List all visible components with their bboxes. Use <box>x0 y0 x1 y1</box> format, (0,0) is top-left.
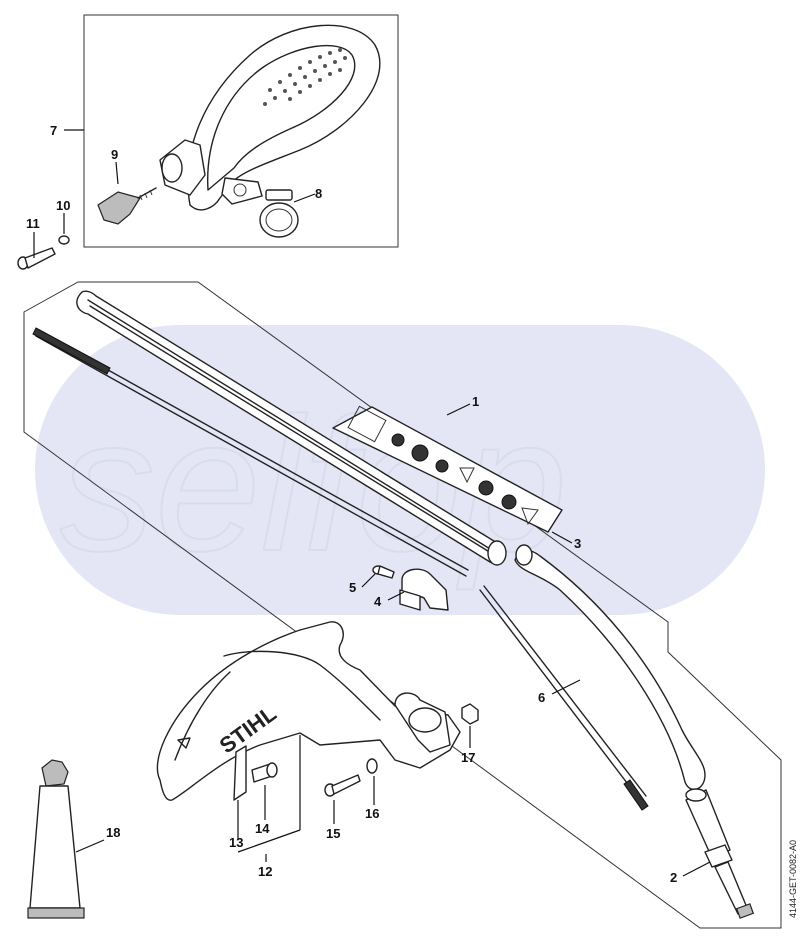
callout-13: 13 <box>229 835 243 850</box>
callout-16: 16 <box>365 806 379 821</box>
screw-15 <box>324 774 361 797</box>
clamp-8 <box>259 189 299 238</box>
callout-17: 17 <box>461 750 475 765</box>
callout-14: 14 <box>255 821 270 836</box>
callout-8: 8 <box>315 186 322 201</box>
callout-3: 3 <box>574 536 581 551</box>
callout-6: 6 <box>538 690 545 705</box>
callout-labels: 7 9 8 10 11 1 3 5 4 6 17 16 15 14 13 12 … <box>26 123 677 885</box>
callout-9: 9 <box>111 147 118 162</box>
grip-dots <box>263 48 347 106</box>
callout-7: 7 <box>50 123 57 138</box>
washer-10 <box>58 235 70 245</box>
callout-18: 18 <box>106 825 120 840</box>
screw-14 <box>251 762 278 783</box>
washer-16 <box>366 758 378 774</box>
leader-lines <box>33 129 711 877</box>
callout-10: 10 <box>56 198 70 213</box>
bent-tube-6 <box>514 544 706 791</box>
coupling-2 <box>685 788 755 919</box>
line-cutter-blade-13 <box>233 745 247 801</box>
watermark-band <box>35 325 765 615</box>
callout-4: 4 <box>374 594 382 609</box>
clamp-4 <box>399 568 449 611</box>
handle-group-frame <box>83 14 399 248</box>
deflector-guard: STIHL <box>156 621 461 801</box>
nut-17 <box>461 703 479 725</box>
callout-15: 15 <box>326 826 340 841</box>
callout-2: 2 <box>670 870 677 885</box>
callout-5: 5 <box>349 580 356 595</box>
grease-tube-18 <box>27 759 85 919</box>
screw-11 <box>17 247 56 270</box>
drawing-code: 4144-GET-0082-A0 <box>788 840 798 918</box>
callout-11: 11 <box>26 216 40 231</box>
loop-handle <box>159 24 381 211</box>
label-plate-3 <box>332 405 563 533</box>
callout-1: 1 <box>472 394 479 409</box>
screw-5 <box>372 565 395 579</box>
wing-knob-9 <box>97 187 157 225</box>
drive-tube-1 <box>76 290 507 566</box>
drive-shaft <box>32 327 649 811</box>
callout-12: 12 <box>258 864 272 879</box>
